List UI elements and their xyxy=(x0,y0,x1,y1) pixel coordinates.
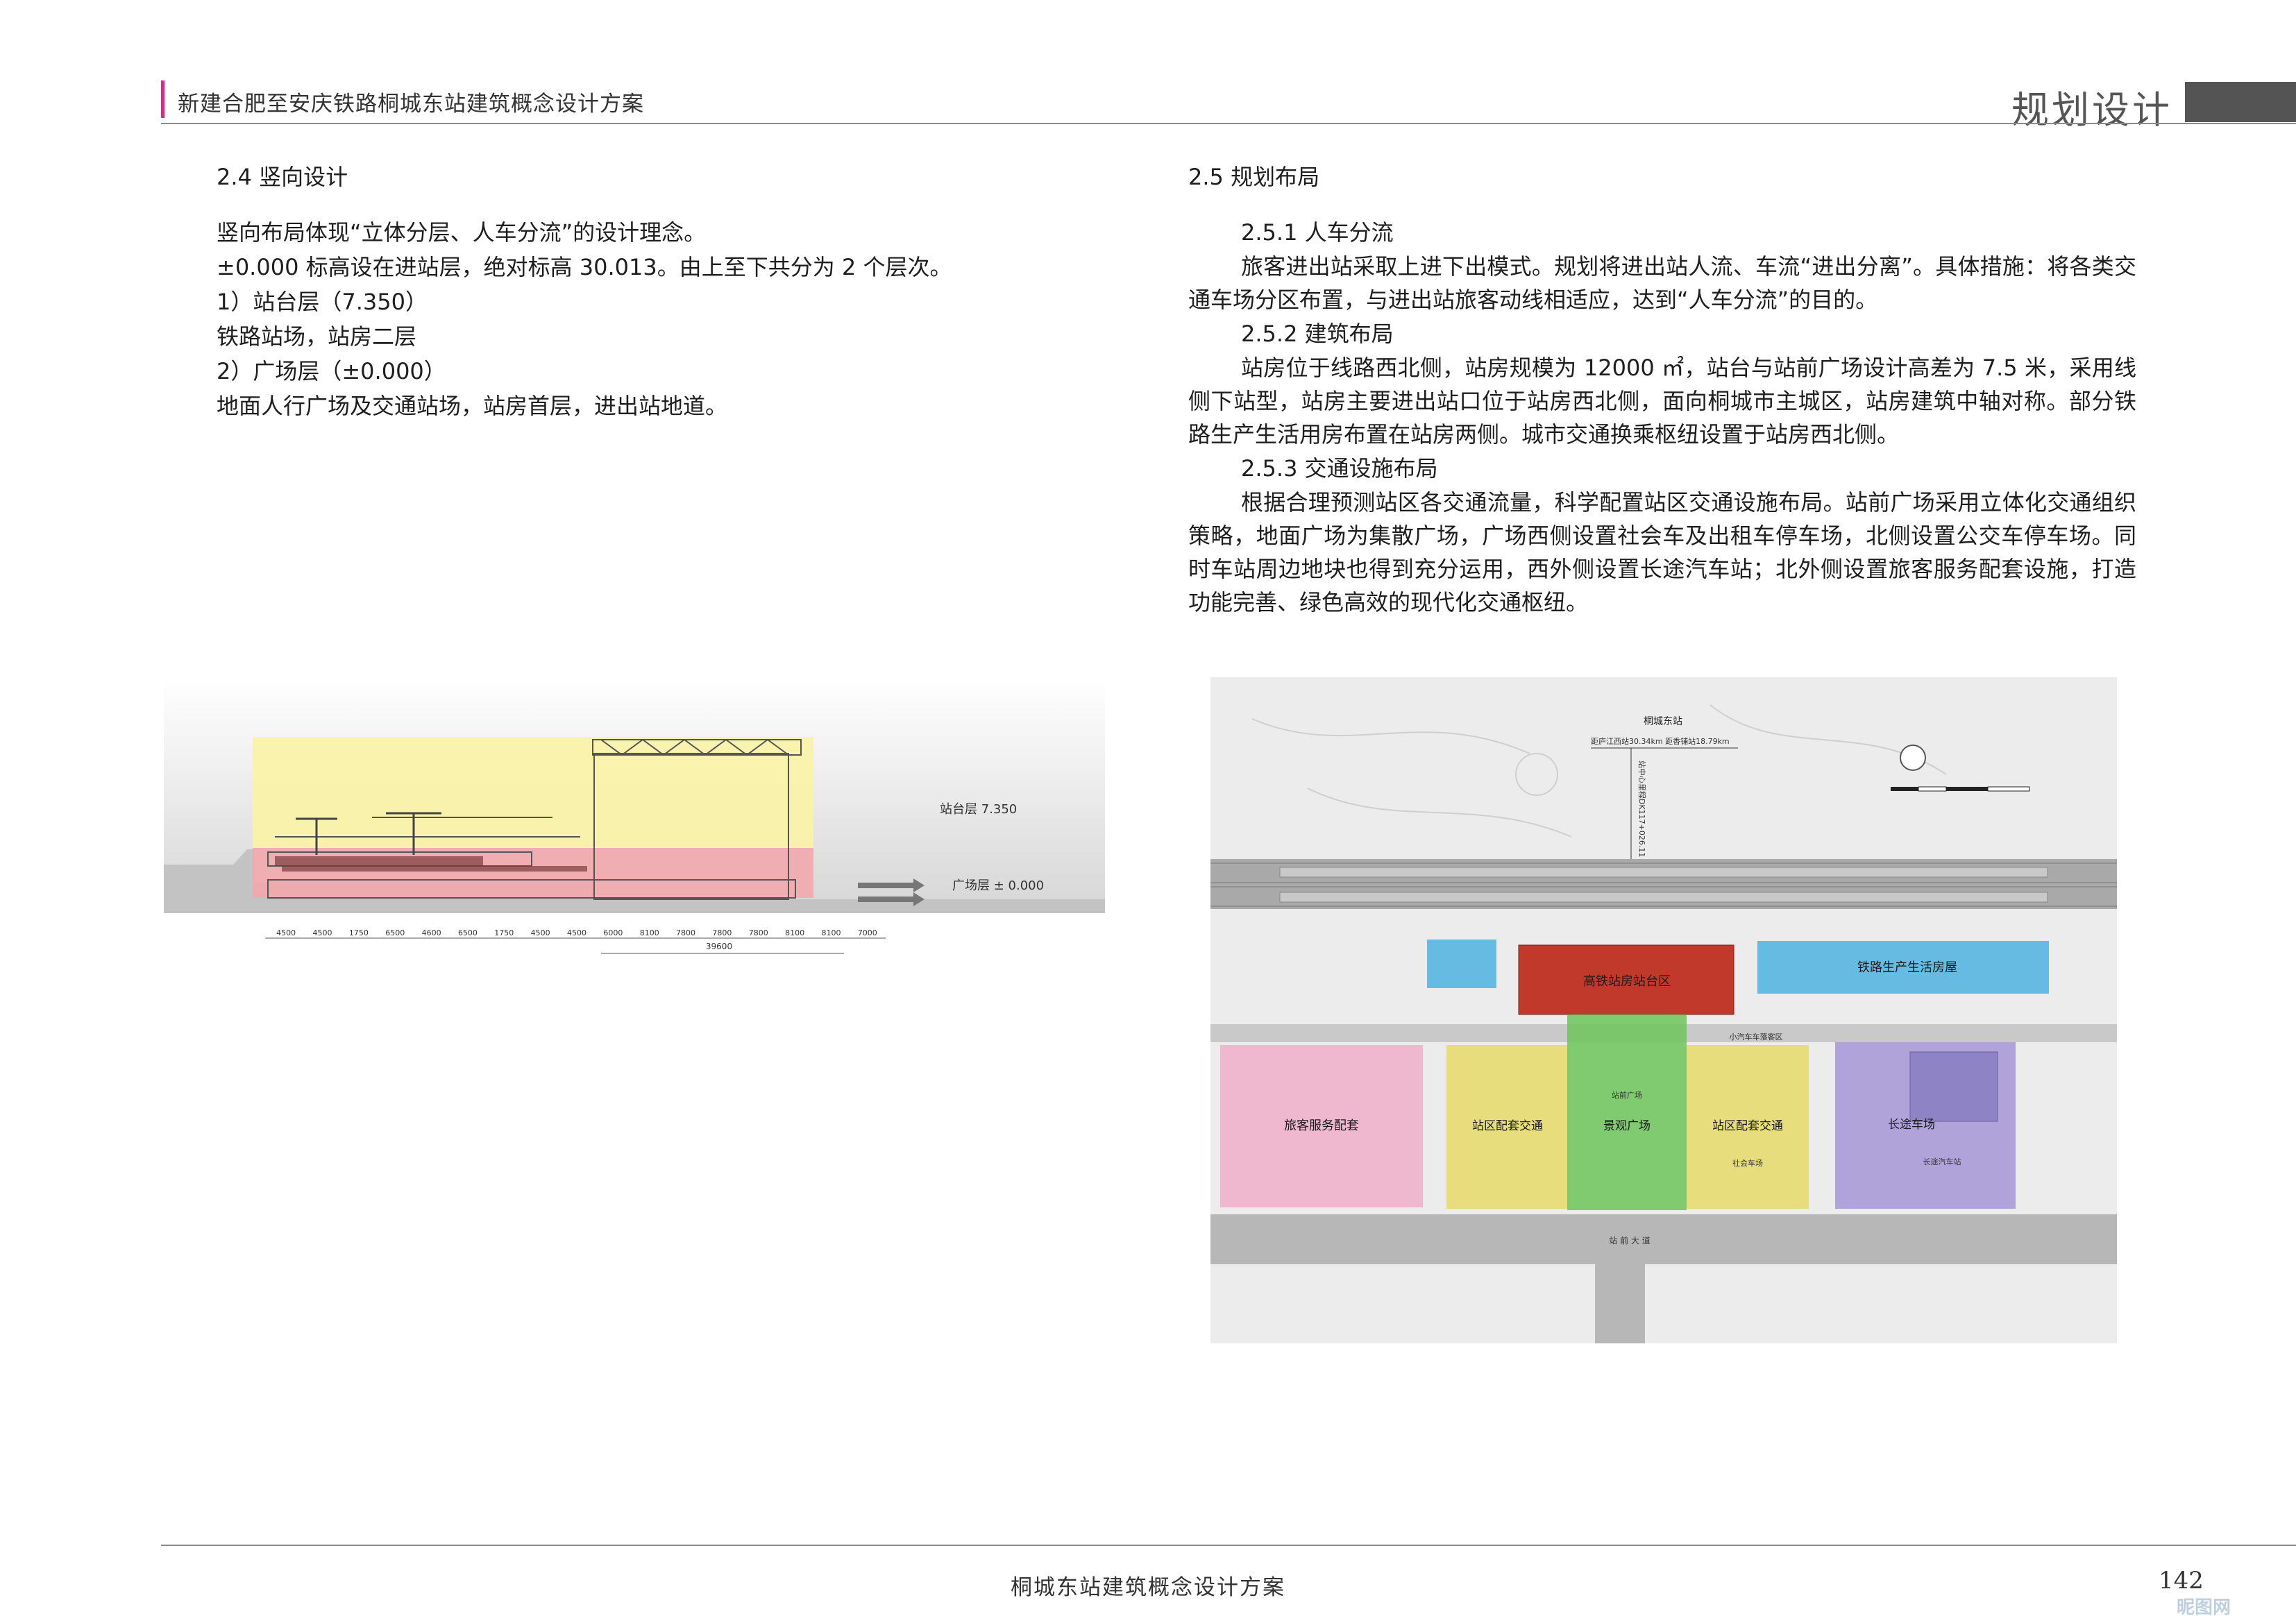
dimension-label: 6000 xyxy=(603,928,623,937)
document-title: 新建合肥至安庆铁路桐城东站建筑概念设计方案 xyxy=(178,92,644,117)
station-mass xyxy=(275,856,587,872)
plaza-zone xyxy=(253,848,813,898)
footer-title: 桐城东站建筑概念设计方案 xyxy=(1011,1575,1285,1600)
flow-arrows xyxy=(858,878,925,906)
dimension-label: 4500 xyxy=(531,928,550,937)
page-number: 142 xyxy=(2159,1567,2204,1595)
left-line-5: 2）广场层（±0.000） xyxy=(217,358,446,384)
landscape-plaza-zone xyxy=(1567,1014,1687,1210)
left-line-3: 1）站台层（7.350） xyxy=(217,289,428,315)
plaza-small-label: 站前广场 xyxy=(1612,1090,1642,1100)
footer-rule xyxy=(161,1545,2296,1546)
section-drawing-svg: 站台层 7.350 广场层 ± 0.000 4500 4500 1750 6500 46… xyxy=(164,677,1105,971)
rail-housing-label: 铁路生产生活房屋 xyxy=(1857,960,1957,975)
left-line-4: 铁路站场，站房二层 xyxy=(217,323,417,350)
dimension-label: 8100 xyxy=(821,928,841,937)
dimension-label: 8100 xyxy=(640,928,659,937)
station-platform-label: 高铁站房站台区 xyxy=(1583,974,1671,989)
coach-building xyxy=(1909,1051,1998,1122)
bus-small-label: 社会车场 xyxy=(1732,1158,1763,1168)
station-name: 桐城东站 xyxy=(1644,716,1682,727)
cross-road xyxy=(1595,1264,1645,1343)
dimension-label: 8100 xyxy=(785,928,804,937)
platform-north xyxy=(1279,867,2048,878)
heading-2-4: 2.4 竖向设计 xyxy=(217,164,348,190)
dimension-band xyxy=(164,913,1105,971)
east-traffic-label: 站区配套交通 xyxy=(1712,1119,1783,1133)
dimension-label: 6500 xyxy=(385,928,405,937)
passenger-services-zone xyxy=(1220,1045,1423,1207)
dimension-label: 1750 xyxy=(349,928,369,937)
site-plan: 桐城东站 距庐江西站30.34km 距香铺站18.79km 站中心里程DK117… xyxy=(1210,677,2117,1343)
dimension-labels: 4500 4500 1750 6500 4600 6500 1750 4500 4500 6000… xyxy=(276,928,877,937)
rail-housing-zone xyxy=(1757,941,2049,994)
west-traffic-zone xyxy=(1446,1045,1569,1209)
scale-bar xyxy=(1891,786,2030,792)
dimension-label: 7800 xyxy=(676,928,695,937)
station-mileage: 站中心里程DK117+026.11 xyxy=(1637,760,1647,857)
station-avenue xyxy=(1210,1214,2117,1264)
section-title: 规划设计 xyxy=(2011,88,2172,132)
planning-layout-text: 2.5 规划布局 2.5.1 人车分流 旅客进出站采取上进下出模式。规划将进出站… xyxy=(1188,160,2136,619)
platform-south xyxy=(1279,892,2048,903)
platform-level-label: 站台层 7.350 xyxy=(940,802,1017,817)
platform-canopies xyxy=(296,812,441,855)
heading-2-5-3: 2.5.3 交通设施布局 xyxy=(1241,455,1438,482)
left-line-1: 竖向布局体现“立体分层、人车分流”的设计理念。 xyxy=(217,219,707,246)
east-traffic-zone xyxy=(1687,1045,1809,1209)
dimension-label: 4500 xyxy=(567,928,586,937)
dimension-label: 1750 xyxy=(494,928,514,937)
left-line-2: ±0.000 标高设在进站层，绝对标高 30.013。由上至下共分为 2 个层次… xyxy=(217,254,952,280)
paragraph-2-5-2: 站房位于线路西北侧，站房规模为 12000 ㎡，站台与站前广场设计高差为 7.5… xyxy=(1188,355,2136,448)
vertical-design-text: 2.4 竖向设计 竖向布局体现“立体分层、人车分流”的设计理念。 ±0.000 … xyxy=(217,160,1105,423)
site-plan-svg: 桐城东站 距庐江西站30.34km 距香铺站18.79km 站中心里程DK117… xyxy=(1210,677,2117,1343)
plaza-level-label: 广场层 ± 0.000 xyxy=(952,878,1044,893)
avenue-label: 站 前 大 道 xyxy=(1609,1235,1650,1246)
north-arrow-icon xyxy=(1900,745,1926,771)
heading-2-5-1: 2.5.1 人车分流 xyxy=(1241,219,1394,246)
rail-housing-west xyxy=(1427,940,1496,988)
station-distances: 距庐江西站30.34km 距香铺站18.79km xyxy=(1591,736,1730,746)
coach-sub-label: 长途汽车站 xyxy=(1923,1157,1961,1166)
heading-2-5: 2.5 规划布局 xyxy=(1188,164,1320,190)
header-dark-block xyxy=(2185,82,2296,122)
coach-station-label: 长途车场 xyxy=(1888,1118,1935,1132)
dimension-label: 7800 xyxy=(712,928,732,937)
heading-2-5-2: 2.5.2 建筑布局 xyxy=(1241,321,1394,347)
dimension-label: 6500 xyxy=(458,928,478,937)
header-rule xyxy=(161,123,2296,124)
watermark: 昵图网 xyxy=(2177,1597,2231,1618)
rail-tracks xyxy=(1210,863,2117,907)
passenger-services-label: 旅客服务配套 xyxy=(1284,1119,1359,1133)
header-accent-bar xyxy=(161,80,164,118)
station-platform-zone xyxy=(1518,944,1734,1015)
paragraph-2-5-3: 根据合理预测站区各交通流量，科学配置站区交通设施布局。站前广场采用立体化交通组织… xyxy=(1188,489,2136,615)
total-dimension: 39600 xyxy=(706,942,732,951)
dimension-label: 7800 xyxy=(749,928,768,937)
landscape-plaza-label: 景观广场 xyxy=(1603,1119,1651,1133)
paragraph-2-5-1: 旅客进出站采取上进下出模式。规划将进出站人流、车流“进出分离”。具体措施：将各类… xyxy=(1188,253,2136,313)
dimension-label: 4500 xyxy=(313,928,332,937)
dimension-label: 7000 xyxy=(858,928,877,937)
dimension-label: 4600 xyxy=(422,928,441,937)
section-drawing: 站台层 7.350 广场层 ± 0.000 4500 4500 1750 6500 46… xyxy=(164,677,1105,971)
car-drop-label: 小汽车车落客区 xyxy=(1730,1032,1783,1042)
left-line-6: 地面人行广场及交通站场，站房首层，进出站地道。 xyxy=(217,393,728,419)
west-traffic-label: 站区配套交通 xyxy=(1472,1119,1543,1133)
dimension-label: 4500 xyxy=(276,928,296,937)
